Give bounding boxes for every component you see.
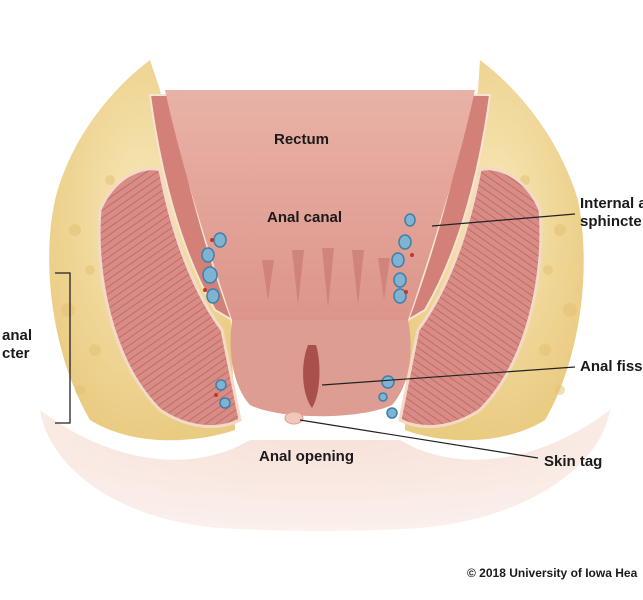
label-internal-sphincter-2: sphincte	[580, 213, 642, 230]
label-anal-canal: Anal canal	[267, 209, 343, 226]
skin-tag	[284, 411, 304, 425]
label-external-sphincter-2: cter	[2, 345, 30, 362]
lower-anal-canal	[230, 320, 411, 417]
label-skin-tag: Skin tag	[544, 453, 603, 470]
arteries	[203, 238, 414, 397]
veins-right	[378, 213, 416, 419]
leader-anal-fissure	[321, 366, 576, 386]
veins-left	[201, 232, 231, 409]
leader-skin-tag	[299, 419, 539, 459]
external-sphincter-left	[97, 167, 242, 429]
anal-columns	[262, 248, 390, 308]
anal-fissure	[303, 345, 320, 408]
label-external-sphincter-1: anal	[2, 327, 33, 344]
label-internal-sphincter-1: Internal a	[580, 195, 643, 212]
skin-surface	[0, 420, 643, 600]
perineal-skin	[40, 410, 610, 531]
label-rectum: Rectum	[274, 131, 330, 148]
leader-internal-sphincter	[431, 213, 576, 227]
fat-texture	[61, 175, 577, 395]
external-sphincter-right	[398, 167, 543, 429]
external-sphincter-bracket	[55, 272, 71, 424]
label-anal-opening: Anal opening	[259, 448, 354, 465]
label-anal-fissure: Anal fissu	[580, 358, 643, 375]
copyright-notice: © 2018 University of Iowa Hea	[467, 566, 638, 580]
